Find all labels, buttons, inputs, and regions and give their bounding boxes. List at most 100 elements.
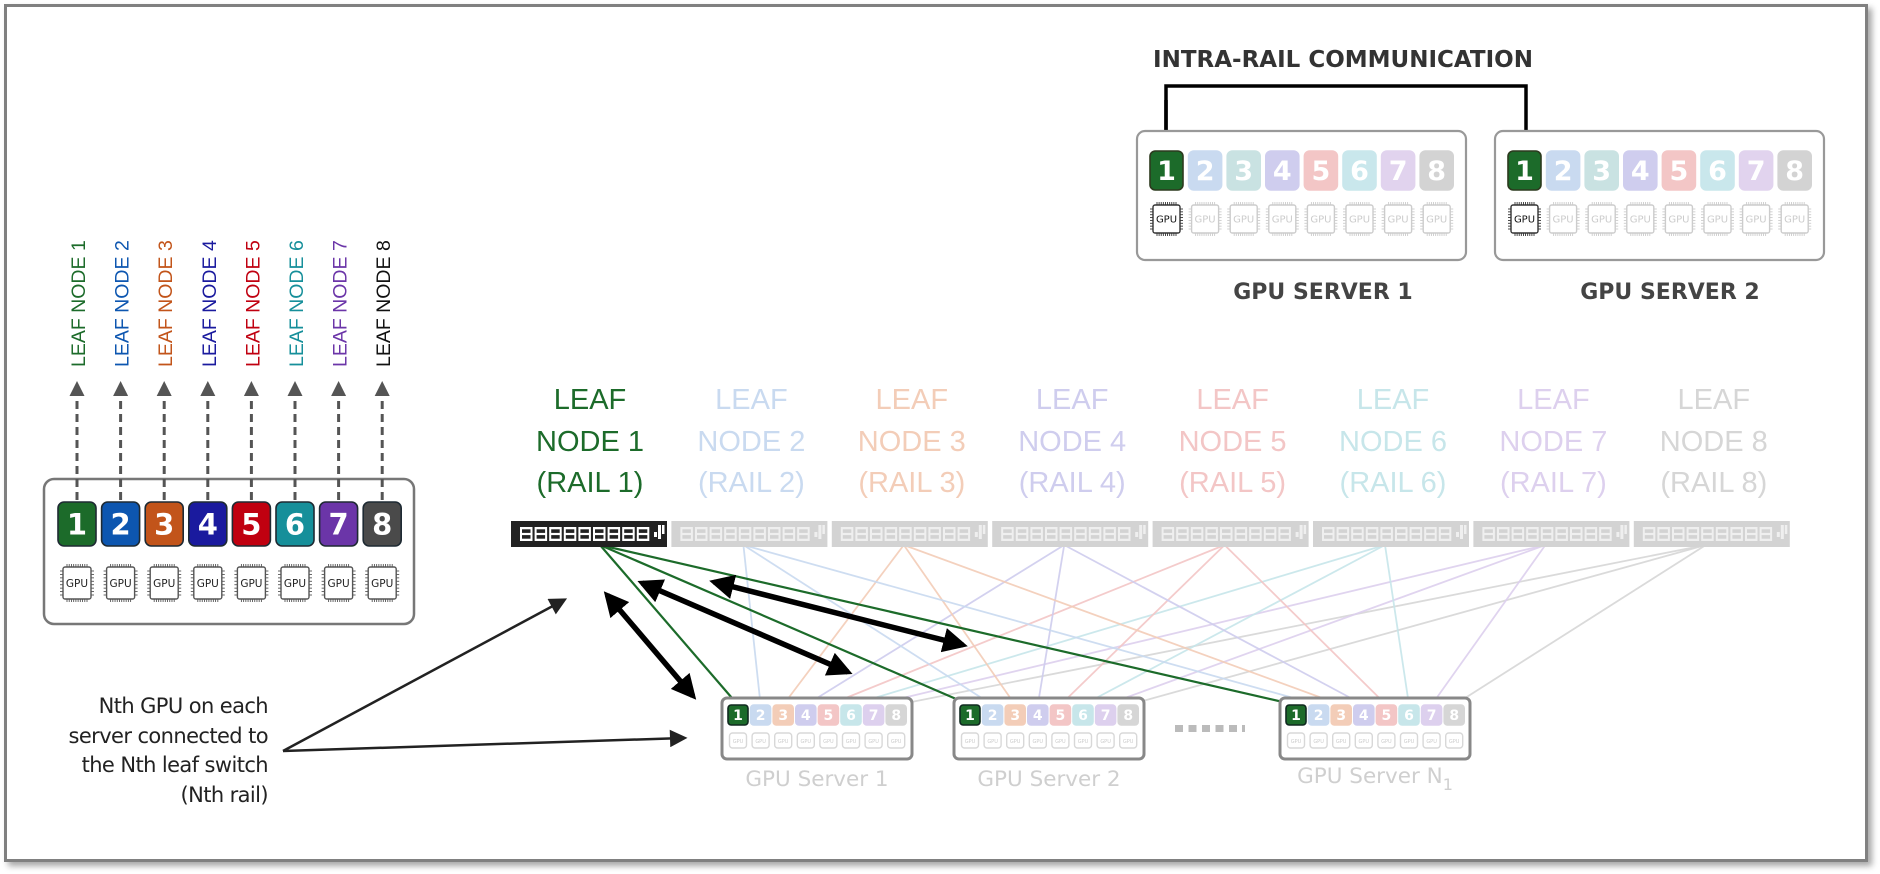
badge-number: 5 — [824, 708, 834, 724]
badge-bg — [1072, 704, 1094, 726]
switch-port-slot — [959, 529, 969, 533]
gpu-chip-icon: GPU — [841, 732, 861, 749]
badge-bg — [144, 501, 184, 547]
switch-port — [1161, 527, 1175, 541]
switch-port — [1395, 527, 1408, 541]
gpu-chip-icon: GPU — [887, 732, 906, 749]
switch-port-slot — [1513, 535, 1523, 539]
switch-port — [607, 527, 621, 541]
badge-number: 1 — [1515, 156, 1534, 187]
switch-port — [1555, 527, 1568, 541]
server-label-text: GPU Server 1 — [745, 767, 888, 792]
switch-port-slot — [1032, 535, 1041, 539]
switch-port — [1570, 527, 1583, 541]
gpu-badge-2: 2 — [1187, 150, 1223, 191]
gpu-badge-7: 7 — [1380, 150, 1416, 191]
gpu-badge-4: 4 — [794, 704, 817, 726]
switch-console — [818, 525, 822, 539]
gpu-badge-1: 1 — [57, 501, 97, 547]
chip-label: GPU — [1426, 739, 1437, 745]
switch-port-slot — [1338, 529, 1348, 533]
rail-4-link — [1036, 544, 1066, 706]
gpu-badge-8: 8 — [1443, 704, 1465, 726]
badge-bg — [1149, 150, 1184, 191]
chip-label: GPU — [1055, 739, 1066, 745]
switch-console — [1460, 525, 1463, 539]
badge-number: 3 — [778, 708, 788, 724]
switch-port-slot — [522, 535, 531, 539]
chip-body — [774, 732, 793, 749]
switch-port-slot — [915, 535, 925, 539]
switch-port-slot — [930, 529, 939, 533]
chip-label: GPU — [1310, 215, 1331, 226]
chip-body — [1345, 204, 1374, 234]
ellipsis-dots — [1175, 725, 1245, 732]
ellipsis-dot — [1229, 725, 1237, 732]
switch-port — [1176, 527, 1189, 541]
switch-port-slot — [1572, 535, 1581, 539]
gpu-badge-5: 5 — [1375, 704, 1398, 726]
switch-port-slot — [551, 535, 560, 539]
switch-port-slot — [1382, 529, 1391, 533]
switch-port-slot — [1192, 535, 1202, 539]
switch-port-slot — [1674, 535, 1683, 539]
switch-port — [1745, 527, 1758, 541]
switch-port-slot — [1222, 529, 1231, 533]
badge-number: 4 — [198, 507, 218, 541]
gpu-badge-2: 2 — [749, 704, 772, 726]
gpu-server-label: GPU Server N1 — [1297, 764, 1453, 794]
badge-bg — [1094, 704, 1117, 726]
switch-port — [782, 527, 796, 541]
gpu-server-label: GPU SERVER 2 — [1580, 280, 1759, 305]
switch-console — [1295, 532, 1299, 537]
chip-label: GPU — [240, 578, 262, 590]
chip-label: GPU — [1746, 215, 1767, 226]
chip-label: GPU — [197, 578, 219, 590]
switch-port-slot — [1747, 535, 1756, 539]
chip-body — [1354, 732, 1374, 749]
badge-number: 1 — [965, 708, 975, 724]
badge-bg — [1507, 150, 1542, 191]
intra-rail-title: INTRA-RAIL COMMUNICATION — [1153, 47, 1533, 73]
switch-port — [578, 527, 591, 541]
switch-console — [1299, 525, 1303, 539]
switch-port-slot — [522, 529, 531, 533]
switch-port-slot — [959, 535, 969, 539]
gpu-badge-3: 3 — [1004, 704, 1027, 726]
rail-5-link — [1223, 544, 1388, 706]
switch-port — [884, 527, 898, 541]
chip-label: GPU — [778, 739, 789, 745]
switch-port-slot — [536, 529, 546, 533]
switch-port-slot — [784, 529, 794, 533]
chip-label: GPU — [1123, 739, 1134, 745]
leaf-label-line1: LEAF — [715, 384, 788, 416]
switch-port — [1351, 527, 1364, 541]
switch-port-slot — [1411, 535, 1421, 539]
switch-console — [1616, 532, 1620, 537]
chip-body — [887, 732, 906, 749]
gpu-badge-2: 2 — [100, 501, 141, 547]
chip-label: GPU — [846, 739, 857, 745]
gpu-chip-icon: GPU — [864, 732, 883, 749]
badge-number: 2 — [756, 708, 766, 724]
gpu-badge-3: 3 — [1226, 150, 1261, 191]
switch-port-slot — [1280, 529, 1289, 533]
chip-label: GPU — [801, 739, 812, 745]
rail-1-link — [599, 543, 1297, 707]
switch-port — [913, 527, 927, 541]
badge-bg — [794, 704, 817, 726]
badge-number: 3 — [1234, 156, 1253, 187]
switch-port — [1030, 527, 1043, 541]
switch-port — [1088, 527, 1102, 541]
switch-port — [1220, 527, 1233, 541]
leaf-switch-icon — [511, 521, 667, 547]
badge-bg — [1027, 704, 1049, 726]
gpu-chip-icon: GPU — [1006, 732, 1025, 749]
rail-4-link — [1063, 544, 1365, 706]
annotation-line: (Nth rail) — [180, 782, 269, 807]
switch-port — [1526, 527, 1539, 541]
chip-body — [1444, 732, 1464, 749]
